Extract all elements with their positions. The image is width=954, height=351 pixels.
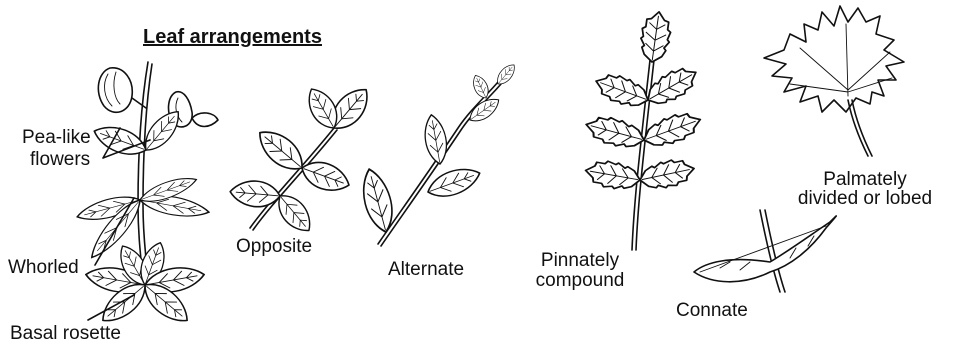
label-basal-rosette: Basal rosette (10, 324, 121, 344)
label-pinnately-line1: Pinnately (530, 251, 630, 271)
palmately-lobed-drawing (764, 6, 904, 156)
alternate-leaves-drawing (357, 61, 519, 246)
label-palmately-line2: divided or lobed (790, 189, 940, 209)
pinnately-compound-drawing (583, 10, 705, 250)
whorled-plant-drawing (75, 62, 218, 329)
label-pea-like-line1: Pea-like (22, 128, 91, 148)
diagram-title: Leaf arrangements (143, 26, 322, 49)
label-alternate: Alternate (388, 260, 464, 280)
label-palmately-line1: Palmately (790, 170, 940, 190)
label-connate: Connate (676, 301, 748, 321)
label-whorled: Whorled (8, 258, 79, 278)
label-opposite: Opposite (236, 237, 312, 257)
opposite-leaves-drawing (229, 81, 376, 237)
label-pea-like-line2: flowers (30, 150, 90, 170)
connate-leaves-drawing (694, 210, 836, 292)
label-pinnately-line2: compound (530, 271, 630, 291)
